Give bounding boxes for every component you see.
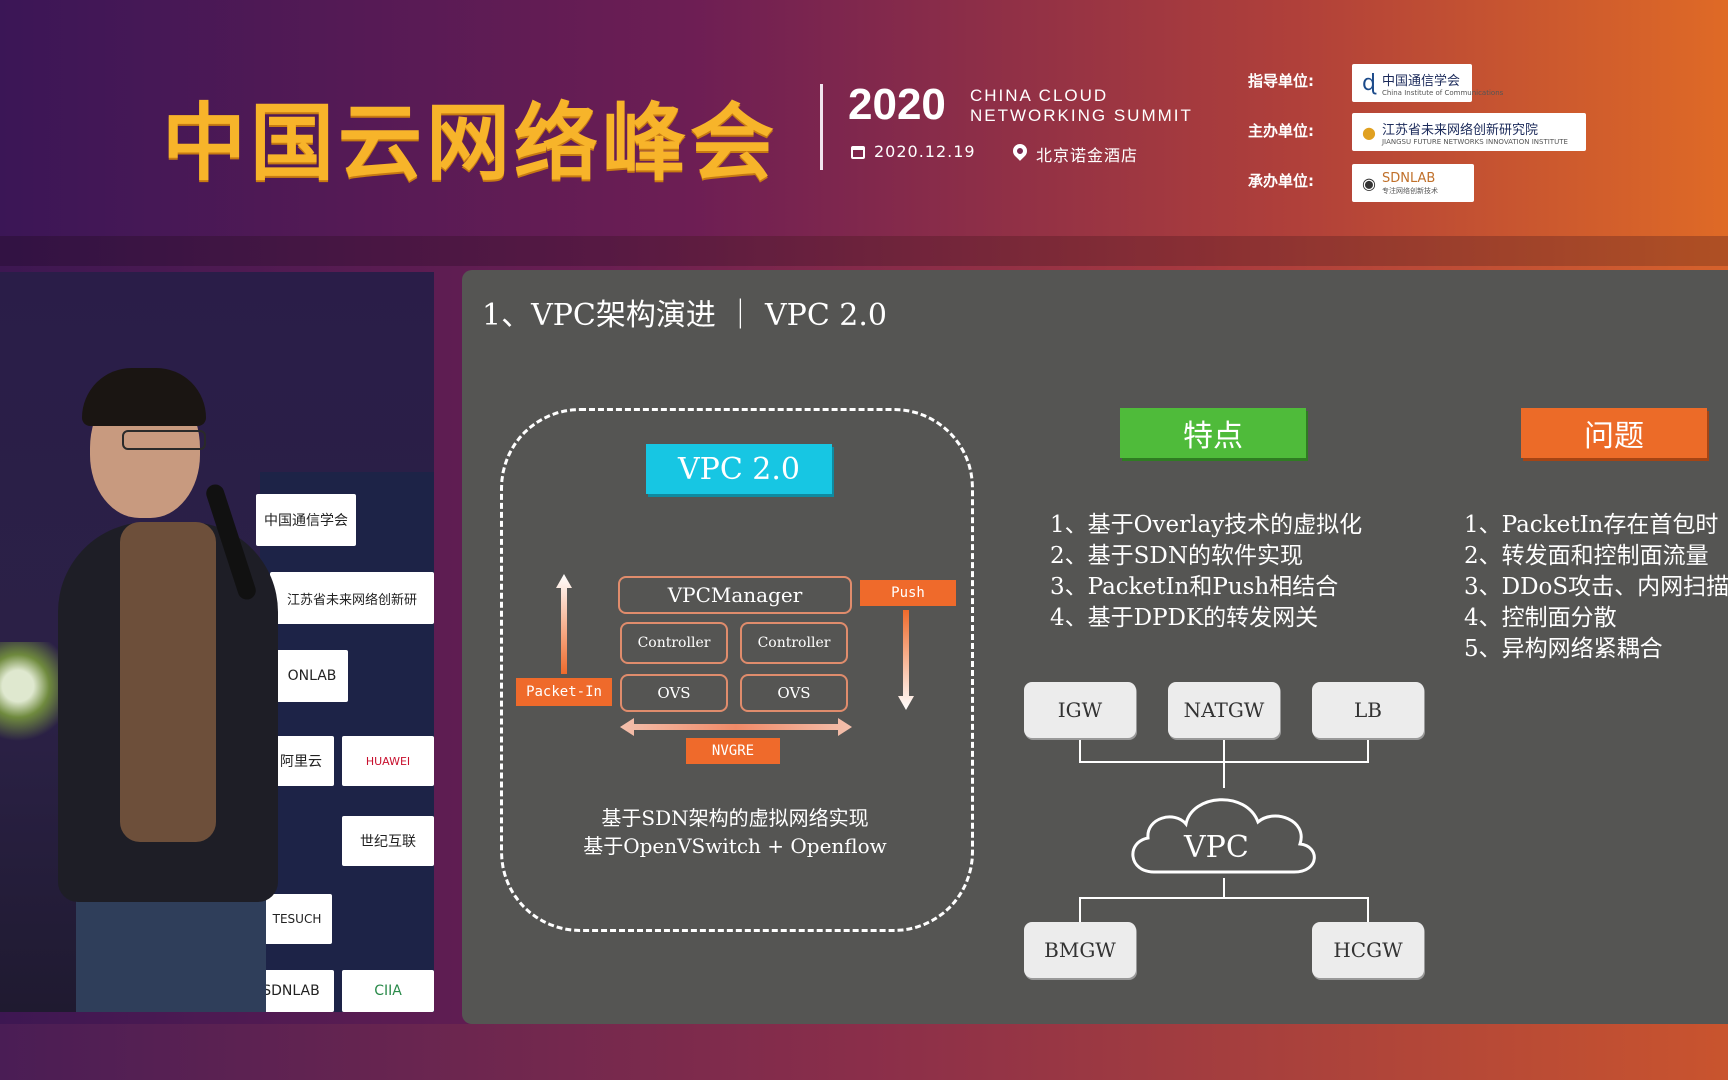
wall-logo: CIIA [342, 970, 434, 1012]
sdnlab-icon: ◉ [1362, 173, 1376, 193]
features-list: 1、基于Overlay技术的虚拟化 2、基于SDN的软件实现 3、PacketI… [1050, 510, 1362, 634]
summit-english-name: CHINA CLOUD NETWORKING SUMMIT [970, 86, 1193, 126]
packet-in-tag: Packet-In [516, 678, 612, 706]
arrow-down-icon [898, 610, 914, 710]
bottom-band [0, 1024, 1728, 1080]
en-name-line1: CHINA CLOUD [970, 86, 1109, 105]
vpc-manager-box: VPCManager [618, 576, 852, 614]
slide-title: 1、VPC架构演进 ｜ VPC 2.0 [482, 298, 888, 333]
wall-logo: 中国通信学会 [256, 494, 356, 546]
list-item: 3、DDoS攻击、内网扫描 [1464, 574, 1728, 600]
list-item: 2、转发面和控制面流量 [1464, 543, 1709, 569]
issues-list: 1、PacketIn存在首包时 2、转发面和控制面流量 3、DDoS攻击、内网扫… [1464, 510, 1728, 665]
hcgw-box: HCGW [1312, 922, 1424, 978]
list-item: 2、基于SDN的软件实现 [1050, 543, 1303, 569]
header-shadow [0, 236, 1728, 266]
arrow-up-icon [556, 574, 572, 674]
speaker-shirt [120, 522, 216, 842]
camera-feed: 中国通信学会 江苏省未来网络创新研 ONLAB 阿里云 HUAWEI 世纪互联 … [0, 272, 434, 1012]
speaker-glasses [122, 430, 206, 450]
fnii-icon: ● [1362, 122, 1376, 142]
network-topology-lines [1079, 738, 1369, 922]
org-logo-sub: China Institute of Communications [1381, 88, 1504, 97]
list-item: 5、异构网络紧耦合 [1464, 636, 1663, 662]
list-item: 1、基于Overlay技术的虚拟化 [1050, 512, 1363, 538]
issues-heading: 问题 [1521, 408, 1707, 458]
vpc-version-tag: VPC 2.0 [646, 444, 832, 494]
wall-logo: 阿里云 [268, 736, 334, 786]
lb-box: LB [1312, 682, 1424, 738]
en-name-line2: NETWORKING SUMMIT [970, 106, 1193, 125]
vpc-cloud-label: VPC [1184, 830, 1249, 865]
natgw-box: NATGW [1168, 682, 1280, 738]
architecture-frame [500, 408, 974, 932]
wall-logo: 世纪互联 [342, 816, 434, 866]
features-heading: 特点 [1120, 408, 1306, 458]
speaker-hair [82, 368, 206, 426]
architecture-description: 基于SDN架构的虚拟网络实现 基于OpenVSwitch + Openflow [560, 804, 910, 860]
push-tag: Push [860, 580, 956, 606]
wall-logo: ONLAB [276, 650, 348, 702]
org-logo-text: SDNLAB [1381, 170, 1436, 186]
org-label-organizer: 承办单位: [1248, 172, 1314, 190]
nvgre-tag: NVGRE [686, 738, 780, 764]
org-label-guide: 指导单位: [1248, 72, 1314, 90]
org-logo-text: 江苏省未来网络创新研究院 [1381, 122, 1538, 138]
cic-icon: ɖ [1362, 70, 1376, 96]
list-item: 3、PacketIn和Push相结合 [1050, 574, 1339, 600]
igw-box: IGW [1024, 682, 1136, 738]
summit-venue: 北京诺金酒店 [1036, 146, 1139, 165]
wall-logo: HUAWEI [342, 736, 434, 786]
org-logo-sub: JIANGSU FUTURE NETWORKS INNOVATION INSTI… [1381, 137, 1568, 146]
calendar-icon [851, 146, 865, 159]
header-divider [820, 84, 823, 170]
ovs-box: OVS [740, 674, 848, 712]
org-logo-sub: 专注网络创新技术 [1381, 186, 1438, 195]
summit-title: 中国云网络峰会 [162, 94, 779, 192]
flower-decoration [0, 642, 60, 752]
bmgw-box: BMGW [1024, 922, 1136, 978]
desc-line: 基于OpenVSwitch + Openflow [583, 834, 887, 858]
double-arrow-icon [620, 718, 852, 736]
ovs-box: OVS [620, 674, 728, 712]
controller-box: Controller [620, 622, 728, 664]
wall-logo: TESUCH [262, 894, 332, 944]
summit-date: 2020.12.19 [874, 142, 976, 161]
wall-logo: 江苏省未来网络创新研 [270, 572, 434, 624]
desc-line: 基于SDN架构的虚拟网络实现 [601, 806, 869, 830]
list-item: 4、基于DPDK的转发网关 [1050, 605, 1319, 631]
summit-year: 2020 [848, 80, 946, 129]
list-item: 4、控制面分散 [1464, 605, 1617, 631]
controller-box: Controller [740, 622, 848, 664]
org-logo-text: 中国通信学会 [1381, 73, 1460, 89]
list-item: 1、PacketIn存在首包时 [1464, 512, 1719, 538]
org-label-host: 主办单位: [1248, 122, 1314, 140]
cloud-icon [1131, 798, 1316, 874]
